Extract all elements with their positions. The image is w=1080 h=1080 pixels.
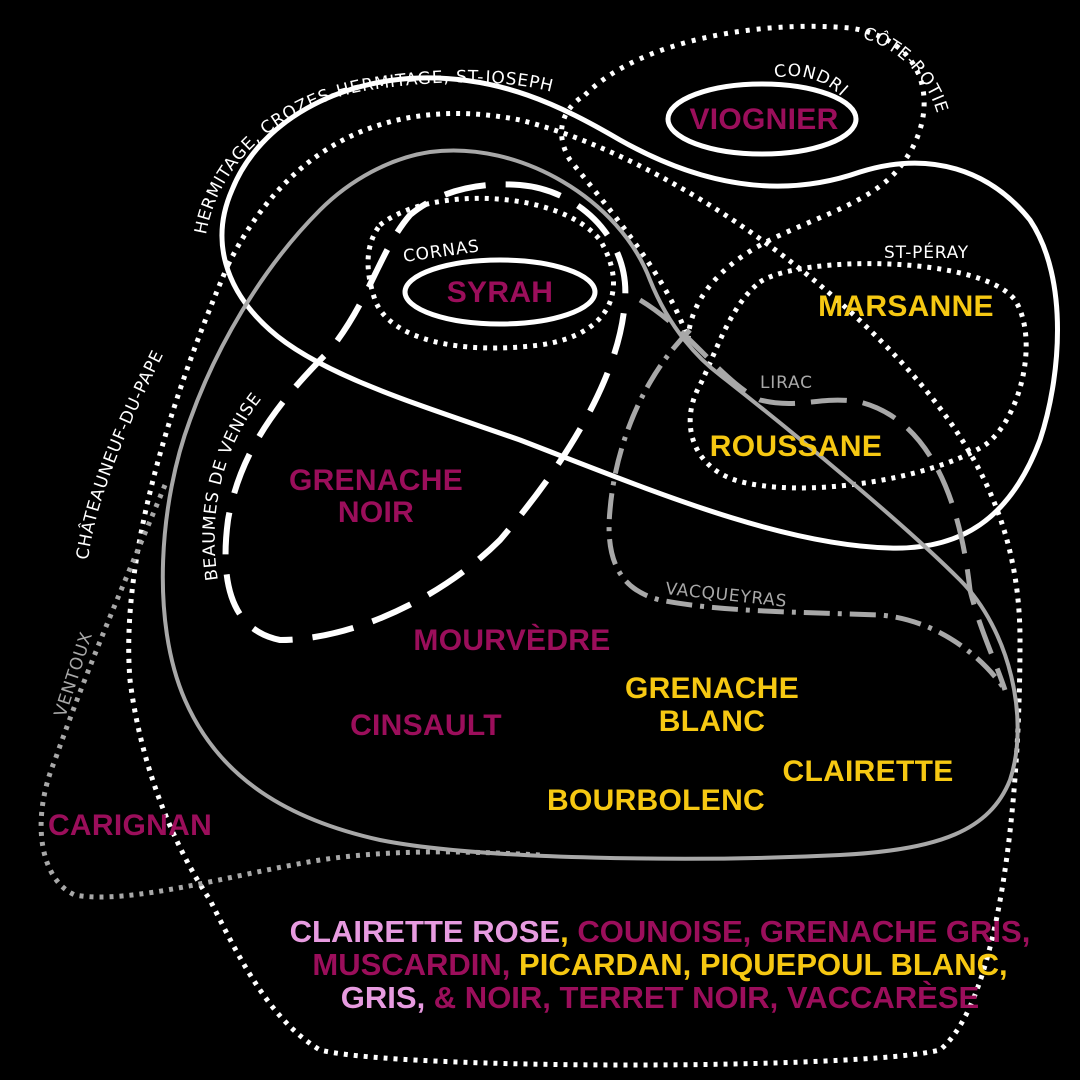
grape-syrah: SYRAH [447,276,554,309]
st-peray-outline [687,261,1029,491]
grape-marsanne: MARSANNE [818,290,994,323]
minor-grapes-line-1: CLAIRETTE ROSE, COUNOISE, GRENACHE GRIS, [290,914,1031,949]
grape-roussane: ROUSSANE [710,430,882,463]
ventoux-outline [38,484,541,900]
minor-grape-gris: GRIS, [341,980,425,1015]
region-label-beaumes-de-venise: BEAUMES DE VENISE [200,389,266,582]
grape-grenache-blanc-line1: GRENACHE [625,672,799,705]
minor-grapes-line-3: GRIS, & NOIR, TERRET NOIR, VACCARÈSE [341,980,979,1015]
grape-cinsault: CINSAULT [350,709,502,742]
grape-mourvedre: MOURVÈDRE [413,623,610,657]
grape-grenache-blanc-line2: BLANC [659,705,766,738]
region-label-hermitage: HERMITAGE, CROZES-HERMITAGE, ST-JOSEPH [191,67,555,236]
region-label-lirac: LIRAC [760,373,813,393]
grape-viognier: VIOGNIER [689,103,838,136]
minor-grapes-yellow: PICARDAN, PIQUEPOUL BLANC, [510,947,1007,982]
beaumes-de-venise-outline [222,181,629,644]
hermitage-outline [219,75,1060,551]
syrah-outline [402,257,598,327]
lirac-outline [638,297,1008,691]
region-label-st-peray: ST-PÉRAY [884,241,969,263]
grenache-noir-outline [160,148,1020,861]
region-label-cote-rotie: CÔTE-ROTIE [860,24,951,116]
grape-clairette: CLAIRETTE [782,755,953,788]
grape-bourbolenc: BOURBOLENC [547,784,765,817]
minor-grape-muscardin: MUSCARDIN, [312,947,510,982]
minor-grape-clairette-rose: CLAIRETTE ROSE [290,914,560,949]
footer-separator: , [560,914,577,949]
grape-grenache-noir-line1: GRENACHE [289,464,463,497]
minor-grapes-red-1: COUNOISE, GRENACHE GRIS, [577,914,1030,949]
viognier-outline [665,81,859,157]
minor-grapes-red-2: & NOIR, TERRET NOIR, VACCARÈSE [425,980,979,1015]
grape-grenache-noir-line2: NOIR [338,496,414,529]
region-label-chateauneuf-du-pape: CHÂTEAUNEUF-DU-PAPE [73,347,168,561]
minor-grapes-line-2: MUSCARDIN, PICARDAN, PIQUEPOUL BLANC, [312,947,1007,982]
grape-carignan: CARIGNAN [48,809,212,842]
region-label-ventoux: VENTOUX [51,629,97,719]
cornas-outline [365,195,616,351]
